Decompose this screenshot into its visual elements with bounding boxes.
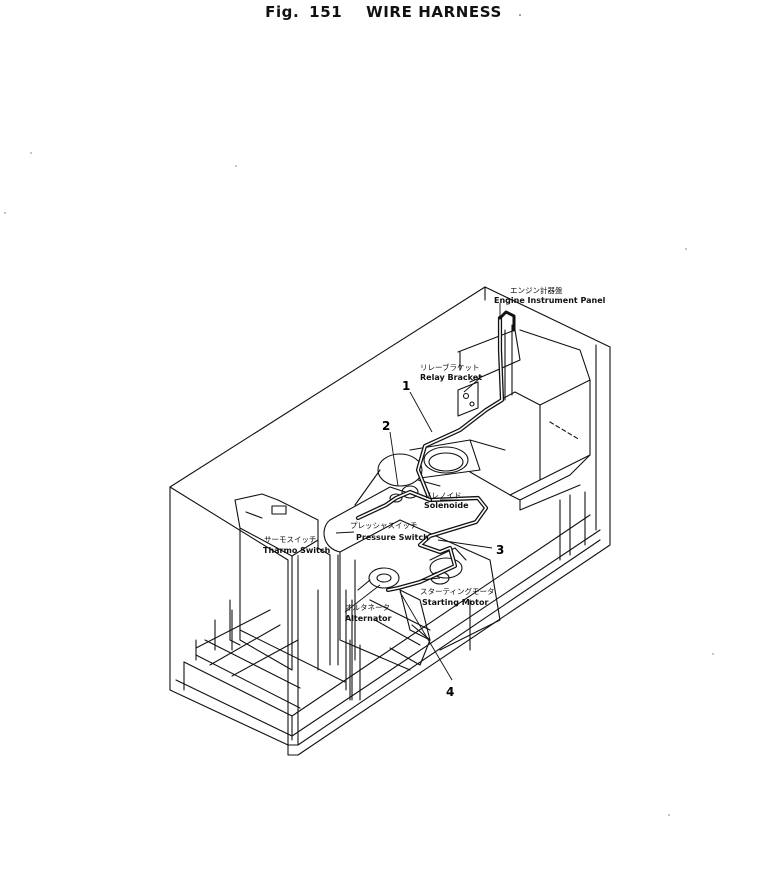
figure-title-text: WIRE HARNESS: [366, 3, 502, 21]
label-pressure-switch-en: Pressure Switch: [356, 533, 429, 542]
alternator-part: [357, 567, 400, 591]
instrument-panel-box: [457, 324, 591, 511]
callout-4: 4: [446, 685, 454, 699]
label-engine-instrument-panel-jp: エンジン計器盤: [510, 285, 563, 295]
label-relay-bracket-en: Relay Bracket: [420, 373, 482, 382]
figure-label: Fig.: [265, 3, 300, 21]
label-solenoid-jp: ソレノイド: [424, 491, 462, 500]
label-alternator-jp: オルタネータ: [345, 603, 390, 612]
label-thermo-switch-jp: サーモスイッチ: [264, 535, 317, 544]
base-skid: [169, 491, 611, 756]
callout-1: 1: [402, 379, 410, 393]
callouts: 1 2 3 4: [382, 379, 504, 699]
air-cleaner: [409, 439, 481, 479]
component-labels: エンジン計器盤 Engine Instrument Panel リレーブラケット…: [263, 285, 606, 623]
wire-harness: [355, 310, 516, 593]
figure-title: Fig. 151 WIRE HARNESS: [0, 3, 767, 21]
leader-lines: [297, 303, 501, 730]
label-starting-motor-jp: スターティングモータ: [420, 586, 495, 596]
figure-number: 151: [309, 3, 343, 21]
label-thermo-switch-en: Tharmo Switch: [263, 546, 331, 555]
solenoid-part: [389, 485, 419, 503]
label-engine-instrument-panel-en: Engine Instrument Panel: [494, 296, 606, 305]
label-starting-motor-en: Starting Motor: [422, 598, 488, 607]
label-solenoid-en: Solenoide: [424, 501, 469, 510]
enclosure-frame: [169, 286, 611, 746]
radiator: [229, 493, 353, 701]
callout-2: 2: [382, 419, 390, 433]
label-alternator-en: Alternator: [345, 614, 392, 623]
callout-3: 3: [496, 543, 504, 557]
label-relay-bracket-jp: リレーブラケット: [420, 362, 480, 372]
scan-specks: [4, 14, 714, 816]
label-pressure-switch-jp: プレッシャスイッチ: [350, 521, 418, 530]
relay-bracket-part: [457, 381, 479, 417]
